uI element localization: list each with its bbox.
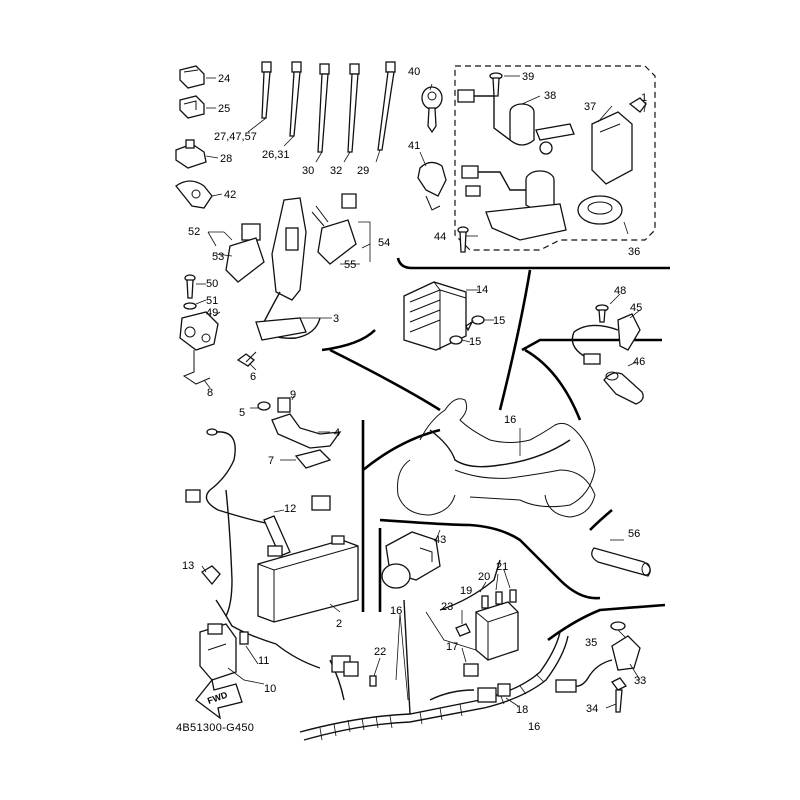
callout-22: 22 xyxy=(374,646,386,658)
tube-56 xyxy=(591,547,651,577)
callout-4: 4 xyxy=(334,427,340,439)
callout-44: 44 xyxy=(434,231,446,243)
pad-7 xyxy=(294,449,332,469)
callout-54: 54 xyxy=(378,237,390,249)
callout-55: 55 xyxy=(344,259,356,271)
callout-15a: 15 xyxy=(493,315,505,327)
callout-32: 32 xyxy=(330,165,342,177)
bolt-6 xyxy=(236,351,257,367)
callout-7: 7 xyxy=(268,455,274,467)
callout-labels: 1 2 3 4 5 6 7 8 9 10 11 12 13 14 15 15 1… xyxy=(182,66,647,733)
key-41 xyxy=(417,161,447,211)
callout-56: 56 xyxy=(628,528,640,540)
bracket-49 xyxy=(179,311,219,385)
callout-36: 36 xyxy=(628,246,640,258)
protector-46 xyxy=(603,371,644,405)
callout-19: 19 xyxy=(460,585,472,597)
screw-13 xyxy=(201,565,221,586)
callout-12: 12 xyxy=(284,503,296,515)
callout-51: 51 xyxy=(206,295,218,307)
callout-21: 21 xyxy=(496,561,508,573)
callout-40: 40 xyxy=(408,66,420,78)
callout-33: 33 xyxy=(634,675,646,687)
relay-bracket xyxy=(225,193,357,341)
sensor-43 xyxy=(381,531,441,589)
callout-53: 53 xyxy=(212,251,224,263)
callout-20: 20 xyxy=(478,571,490,583)
document-code: 4B51300-G450 xyxy=(176,722,255,734)
bolt-50 xyxy=(184,274,196,299)
callout-18: 18 xyxy=(516,704,528,716)
main-harness xyxy=(299,559,569,741)
forward-arrow xyxy=(195,678,243,720)
callout-38: 38 xyxy=(544,90,556,102)
callout-15b: 15 xyxy=(469,336,481,348)
callout-13: 13 xyxy=(182,560,194,572)
cable-ties xyxy=(261,61,396,153)
key-40 xyxy=(421,86,443,134)
bolt-15-upper xyxy=(465,315,485,332)
rectifier-regulator-14 xyxy=(403,281,467,351)
bolt-39 xyxy=(489,72,503,97)
callout-42: 42 xyxy=(224,189,236,201)
callout-49: 49 xyxy=(206,307,218,319)
battery-2 xyxy=(257,535,359,623)
fuel-cap-36 xyxy=(577,195,623,225)
callout-39: 39 xyxy=(522,71,534,83)
bolt-5 xyxy=(257,401,271,411)
callout-50: 50 xyxy=(206,278,218,290)
screw-44 xyxy=(457,226,469,253)
callout-45: 45 xyxy=(630,302,642,314)
callout-52: 52 xyxy=(188,226,200,238)
callout-27-47-57: 27,47,57 xyxy=(214,131,257,143)
callout-6: 6 xyxy=(250,371,256,383)
callout-3: 3 xyxy=(333,313,339,325)
battery-leads xyxy=(185,428,321,669)
callout-24: 24 xyxy=(218,73,230,85)
clip-28 xyxy=(175,139,207,169)
sensor-33 xyxy=(555,621,641,713)
callout-11: 11 xyxy=(258,655,269,667)
starter-relay-10 xyxy=(199,623,237,681)
callout-9: 9 xyxy=(290,389,296,401)
callout-16a: 16 xyxy=(504,414,516,426)
callout-14: 14 xyxy=(476,284,488,296)
sensor-45 xyxy=(571,304,641,365)
callout-16c: 16 xyxy=(528,721,540,733)
bike-silhouette xyxy=(397,398,596,518)
clip-24 xyxy=(179,65,205,89)
callout-5: 5 xyxy=(239,407,245,419)
washer-51 xyxy=(183,302,197,310)
bolt-15-lower xyxy=(449,335,463,345)
callout-1: 1 xyxy=(641,92,647,104)
callout-43: 43 xyxy=(434,534,446,546)
callout-17: 17 xyxy=(446,641,458,653)
callout-25: 25 xyxy=(218,103,230,115)
connector-near-12 xyxy=(311,495,331,511)
clip-42 xyxy=(175,180,213,209)
callout-29: 29 xyxy=(357,165,369,177)
callout-16b: 16 xyxy=(390,605,402,617)
callout-10: 10 xyxy=(264,683,276,695)
seat-lock-37 xyxy=(591,111,633,185)
clip-25 xyxy=(179,95,205,119)
callout-23: 23 xyxy=(441,601,453,613)
callout-35: 35 xyxy=(585,637,597,649)
panel-dividers xyxy=(321,257,670,642)
fuse-11 xyxy=(239,631,249,645)
callout-34: 34 xyxy=(586,703,598,715)
callout-48: 48 xyxy=(614,285,626,297)
main-switch-assembly xyxy=(457,89,575,241)
callout-28: 28 xyxy=(220,153,232,165)
bracket-9 xyxy=(271,397,342,449)
callout-26-31: 26,31 xyxy=(262,149,290,161)
leader-lines xyxy=(195,75,647,709)
callout-41: 41 xyxy=(408,140,420,152)
callout-8: 8 xyxy=(207,387,213,399)
callout-30: 30 xyxy=(302,165,314,177)
callout-2: 2 xyxy=(336,618,342,630)
callout-37: 37 xyxy=(584,101,596,113)
callout-46: 46 xyxy=(633,356,645,368)
